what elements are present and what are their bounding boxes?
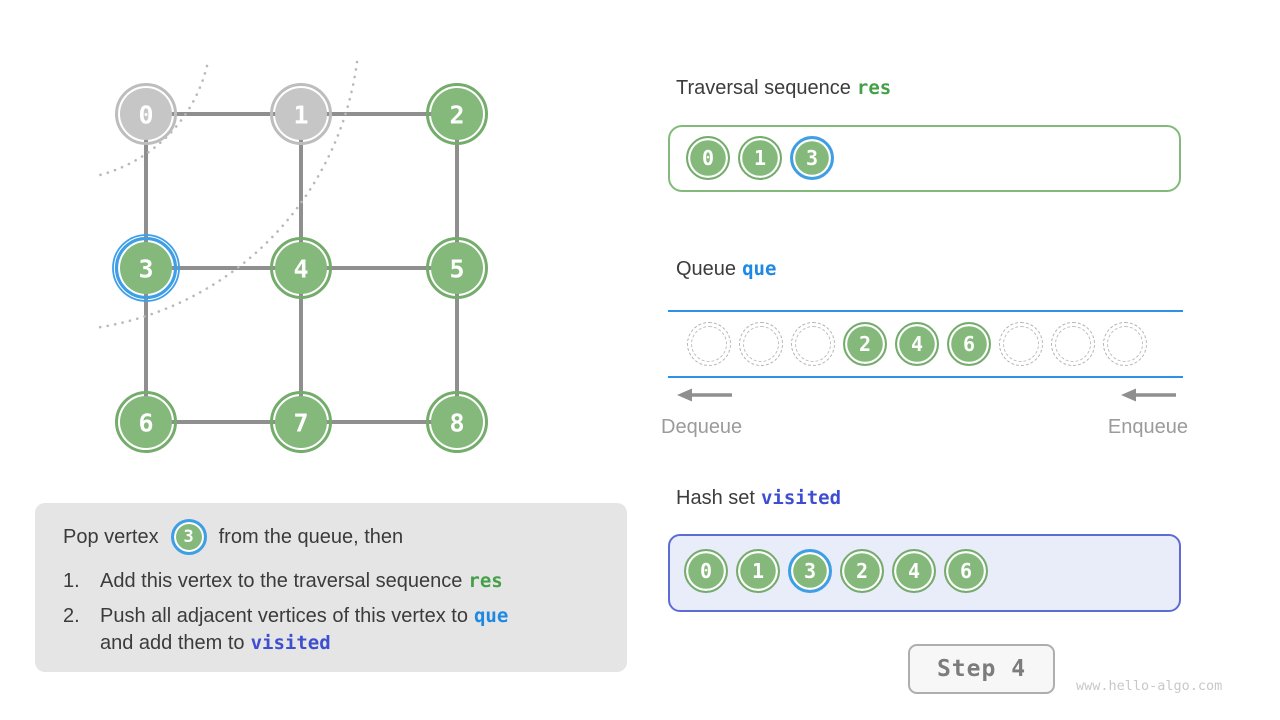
- graph-node-5: 5: [426, 237, 488, 299]
- bfs-wavefront-arc-outer: [93, 60, 359, 330]
- graph-node-6: 6: [115, 391, 177, 453]
- que-keyword: que: [473, 605, 509, 627]
- vertex-circle-6: 6: [944, 549, 988, 593]
- vertex-circle-1: 1: [736, 549, 780, 593]
- vertex-circle-1: 1: [738, 136, 782, 180]
- vertex-circle-3: 3: [790, 136, 834, 180]
- queue-title: Queue: [676, 258, 737, 280]
- graph-node-label: 6: [138, 409, 153, 438]
- watermark: www.hello-algo.com: [1076, 678, 1223, 694]
- graph-node-8: 8: [426, 391, 488, 453]
- graph-node-3: 3: [112, 234, 180, 302]
- empty-slot-inner-ring: [742, 325, 780, 363]
- empty-slot-circle: [739, 322, 783, 366]
- empty-slot-inner-ring: [1106, 325, 1144, 363]
- graph-node-label: 4: [293, 255, 308, 284]
- bfs-graph: 0 1 2 3 4 5 6 7 8: [93, 60, 488, 453]
- graph-node-label: 0: [138, 101, 153, 130]
- step-2-text: Push all adjacent vertices of this verte…: [100, 605, 509, 654]
- intro-text-before: Pop vertex: [63, 525, 159, 548]
- empty-slot-circle: [999, 322, 1043, 366]
- vertex-circle-2: 2: [840, 549, 884, 593]
- vertex-circle-0: 0: [686, 136, 730, 180]
- empty-slot-circle: [687, 322, 731, 366]
- empty-slot-circle: [791, 322, 835, 366]
- bfs-wavefront-arc-inner: [94, 64, 209, 178]
- intro-text-after: from the queue, then: [218, 525, 404, 548]
- dequeue-label: Dequeue: [661, 416, 743, 438]
- empty-slot-inner-ring: [1054, 325, 1092, 363]
- graph-node-label: 8: [449, 409, 464, 438]
- step-1-number: 1.: [63, 570, 80, 592]
- traversal-sequence-title: Traversal sequence: [676, 77, 851, 99]
- graph-node-label: 7: [293, 409, 308, 438]
- step-2-number: 2.: [63, 605, 80, 627]
- graph-node-0: 0: [115, 83, 177, 145]
- enqueue-label: Enqueue: [1107, 416, 1188, 438]
- vertex-circle-3: 3: [170, 519, 207, 555]
- visited-keyword: visited: [250, 632, 331, 654]
- explanation-box: Pop vertex 3 from the queue, then 1. Add…: [35, 503, 627, 672]
- queue-top-line: [668, 310, 1183, 312]
- explanation-step-2: 2. Push all adjacent vertices of this ve…: [63, 603, 603, 657]
- empty-slot-inner-ring: [690, 325, 728, 363]
- res-keyword: res: [856, 77, 892, 99]
- hash-set-title: Hash set: [676, 487, 755, 509]
- graph-node-label: 5: [449, 255, 464, 284]
- explanation-intro: Pop vertex 3 from the queue, then: [63, 519, 603, 555]
- step-badge: Step 4: [908, 644, 1055, 694]
- explanation-step-1: 1. Add this vertex to the traversal sequ…: [63, 568, 603, 595]
- graph-node-label: 2: [449, 101, 464, 130]
- enqueue-arrow-icon: [1121, 388, 1176, 402]
- vertex-circle-6: 6: [947, 322, 991, 366]
- graph-node-2: 2: [426, 83, 488, 145]
- graph-node-1: 1: [270, 83, 332, 145]
- empty-slot-inner-ring: [1002, 325, 1040, 363]
- step-1-text: Add this vertex to the traversal sequenc…: [100, 570, 503, 592]
- vertex-circle-0: 0: [684, 549, 728, 593]
- vertex-circle-3: 3: [788, 549, 832, 593]
- graph-node-7: 7: [270, 391, 332, 453]
- vertex-circle-2: 2: [843, 322, 887, 366]
- res-keyword: res: [468, 570, 503, 592]
- vertex-circle-4: 4: [892, 549, 936, 593]
- graph-node-label: 1: [293, 101, 308, 130]
- empty-slot-circle: [1051, 322, 1095, 366]
- graph-node-label: 3: [138, 255, 153, 284]
- que-keyword: que: [742, 258, 777, 280]
- empty-slot-inner-ring: [794, 325, 832, 363]
- graph-node-4: 4: [270, 237, 332, 299]
- dequeue-arrow-icon: [677, 388, 732, 402]
- vertex-circle-4: 4: [895, 322, 939, 366]
- queue-bottom-line: [668, 376, 1183, 378]
- visited-keyword: visited: [760, 487, 842, 509]
- empty-slot-circle: [1103, 322, 1147, 366]
